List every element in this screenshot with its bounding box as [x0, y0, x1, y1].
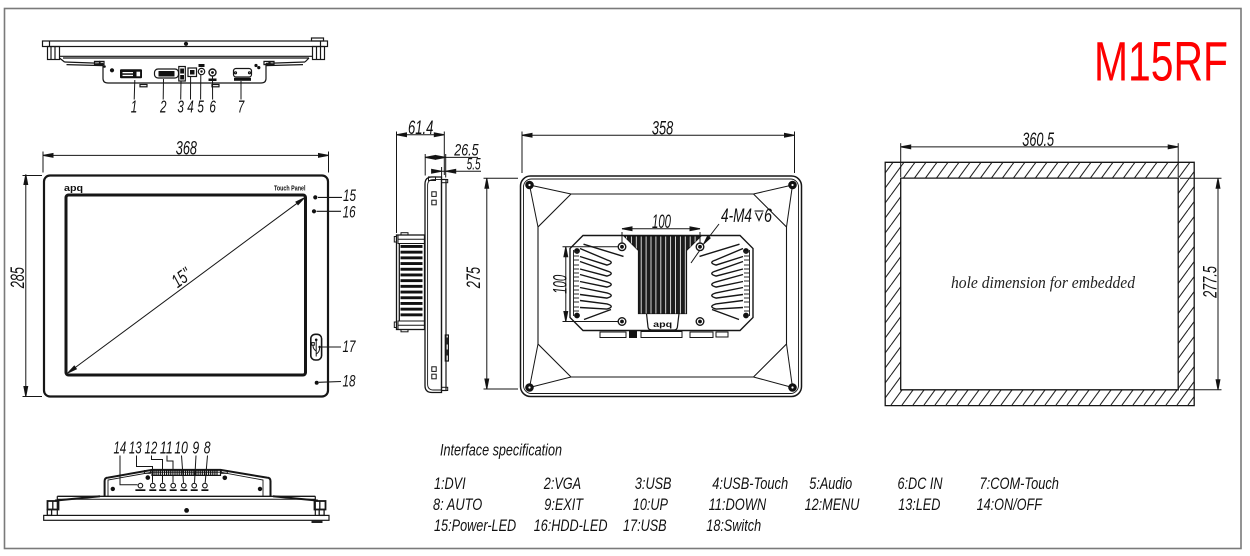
svg-text:11:DOWN: 11:DOWN — [709, 496, 767, 514]
svg-text:6:DC IN: 6:DC IN — [898, 475, 943, 493]
svg-text:360.5: 360.5 — [1022, 130, 1054, 151]
svg-text:16: 16 — [343, 203, 356, 222]
svg-text:15: 15 — [343, 186, 356, 205]
svg-text:Touch Panel: Touch Panel — [274, 184, 306, 193]
svg-text:4:USB-Touch: 4:USB-Touch — [712, 475, 788, 493]
svg-text:apq: apq — [64, 183, 83, 194]
svg-text:7:COM-Touch: 7:COM-Touch — [980, 475, 1059, 493]
svg-text:5: 5 — [197, 97, 204, 117]
svg-text:1: 1 — [131, 97, 138, 117]
svg-text:15": 15" — [168, 264, 196, 293]
svg-text:18: 18 — [343, 371, 356, 390]
svg-text:5.5: 5.5 — [467, 155, 481, 174]
svg-text:9:EXIT: 9:EXIT — [544, 496, 584, 514]
svg-text:17:USB: 17:USB — [623, 517, 667, 535]
svg-text:apq: apq — [653, 319, 672, 329]
svg-text:14:ON/OFF: 14:ON/OFF — [977, 496, 1043, 514]
svg-text:12:MENU: 12:MENU — [805, 496, 860, 514]
svg-text:18:Switch: 18:Switch — [706, 517, 761, 535]
svg-text:285: 285 — [8, 267, 29, 289]
svg-text:13:LED: 13:LED — [898, 496, 940, 514]
svg-text:13: 13 — [129, 438, 142, 458]
svg-text:6: 6 — [764, 206, 772, 227]
svg-text:8: AUTO: 8: AUTO — [433, 496, 482, 514]
svg-text:8: 8 — [204, 438, 211, 458]
svg-text:15:Power-LED: 15:Power-LED — [434, 517, 516, 535]
svg-text:100: 100 — [551, 275, 572, 294]
svg-text:100: 100 — [652, 212, 671, 233]
svg-text:12: 12 — [145, 438, 158, 458]
svg-text:hole dimension for embedded: hole dimension for embedded — [951, 273, 1136, 292]
svg-text:277.5: 277.5 — [1201, 266, 1222, 299]
svg-text:61.4: 61.4 — [408, 118, 433, 139]
svg-text:10: 10 — [174, 438, 188, 458]
svg-text:11: 11 — [160, 438, 173, 458]
svg-text:4-M4: 4-M4 — [721, 206, 752, 227]
svg-text:10:UP: 10:UP — [633, 496, 668, 514]
svg-text:16:HDD-LED: 16:HDD-LED — [534, 517, 608, 535]
svg-text:5:Audio: 5:Audio — [809, 475, 852, 493]
svg-text:M15RF: M15RF — [1094, 30, 1228, 93]
svg-text:2:VGA: 2:VGA — [543, 475, 581, 493]
svg-text:1:DVI: 1:DVI — [434, 475, 466, 493]
svg-text:9: 9 — [192, 438, 199, 458]
svg-text:2: 2 — [159, 97, 166, 117]
svg-text:4: 4 — [187, 97, 194, 117]
svg-text:358: 358 — [652, 119, 674, 140]
svg-text:3: 3 — [177, 97, 184, 117]
svg-text:26.5: 26.5 — [454, 141, 479, 160]
svg-text:7: 7 — [238, 97, 245, 117]
svg-text:17: 17 — [343, 337, 356, 356]
svg-text:368: 368 — [176, 139, 197, 160]
svg-text:6: 6 — [209, 97, 216, 117]
svg-text:275: 275 — [464, 267, 485, 289]
svg-text:Interface specification: Interface specification — [440, 441, 562, 459]
svg-text:14: 14 — [114, 438, 127, 458]
svg-text:3:USB: 3:USB — [635, 475, 672, 493]
